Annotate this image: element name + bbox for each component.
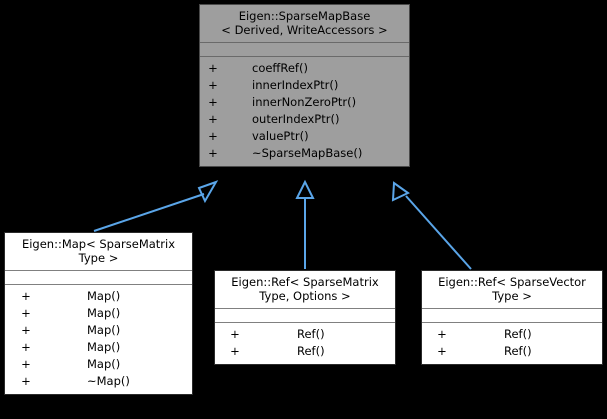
operation-row[interactable]: + coeffRef() xyxy=(200,60,409,77)
operation-label: innerIndexPtr() xyxy=(252,78,339,92)
operation-label: ~SparseMapBase() xyxy=(252,146,363,160)
visibility-marker: + xyxy=(208,146,218,160)
operation-label: Ref() xyxy=(297,344,325,358)
operation-row[interactable]: + Ref() xyxy=(215,343,395,360)
operation-label: outerIndexPtr() xyxy=(252,112,340,126)
operation-row[interactable]: + Map() xyxy=(5,356,192,373)
inheritance-edge-ref-vector-to-sparsemapbase xyxy=(391,181,472,270)
class-node-map-sparsematrix[interactable]: Eigen::Map< SparseMatrix Type > + Map() … xyxy=(4,232,193,395)
operation-row[interactable]: + Map() xyxy=(5,339,192,356)
class-title-ref-sparsematrix: Eigen::Ref< SparseMatrix Type, Options > xyxy=(231,275,379,303)
attributes-compartment-sparsemapbase xyxy=(200,43,409,56)
compartment-divider xyxy=(200,42,409,43)
visibility-marker: + xyxy=(230,327,240,341)
operation-label: Map() xyxy=(87,357,121,371)
operation-label: Map() xyxy=(87,289,121,303)
operation-label: Map() xyxy=(87,340,121,354)
compartment-divider xyxy=(215,308,395,309)
operation-row[interactable]: + valuePtr() xyxy=(200,128,409,145)
attributes-compartment-map-sparsematrix xyxy=(5,271,192,284)
operation-row[interactable]: + innerIndexPtr() xyxy=(200,77,409,94)
operation-row[interactable]: + Map() xyxy=(5,305,192,322)
operation-row[interactable]: + Ref() xyxy=(215,326,395,343)
class-title-sparsemapbase: Eigen::SparseMapBase < Derived, WriteAcc… xyxy=(221,9,388,37)
compartment-divider xyxy=(215,322,395,323)
class-node-ref-sparsematrix[interactable]: Eigen::Ref< SparseMatrix Type, Options >… xyxy=(214,270,396,365)
operation-label: coeffRef() xyxy=(252,61,308,75)
operation-row[interactable]: + ~SparseMapBase() xyxy=(200,145,409,162)
visibility-marker: + xyxy=(21,374,31,388)
visibility-marker: + xyxy=(21,357,31,371)
visibility-marker: + xyxy=(208,95,218,109)
visibility-marker: + xyxy=(208,112,218,126)
operation-label: innerNonZeroPtr() xyxy=(252,95,357,109)
operation-label: Ref() xyxy=(504,327,532,341)
compartment-divider xyxy=(5,284,192,285)
visibility-marker: + xyxy=(21,323,31,337)
operation-label: Ref() xyxy=(504,344,532,358)
compartment-divider xyxy=(422,308,602,309)
visibility-marker: + xyxy=(21,306,31,320)
operation-label: Map() xyxy=(87,323,121,337)
operation-label: ~Map() xyxy=(87,374,130,388)
compartment-divider xyxy=(5,270,192,271)
operation-row[interactable]: + Map() xyxy=(5,288,192,305)
operations-compartment-ref-sparsevector: + Ref() + Ref() xyxy=(422,323,602,364)
visibility-marker: + xyxy=(21,289,31,303)
visibility-marker: + xyxy=(208,78,218,92)
operation-row[interactable]: + outerIndexPtr() xyxy=(200,111,409,128)
operations-compartment-sparsemapbase: + coeffRef() + innerIndexPtr() + innerNo… xyxy=(200,57,409,166)
visibility-marker: + xyxy=(437,344,447,358)
class-node-sparsemapbase[interactable]: Eigen::SparseMapBase < Derived, WriteAcc… xyxy=(199,4,410,167)
visibility-marker: + xyxy=(230,344,240,358)
operation-label: Ref() xyxy=(297,327,325,341)
visibility-marker: + xyxy=(21,340,31,354)
operation-row[interactable]: + Ref() xyxy=(422,326,602,343)
compartment-divider xyxy=(200,56,409,57)
operation-row[interactable]: + innerNonZeroPtr() xyxy=(200,94,409,111)
class-title-ref-sparsevector: Eigen::Ref< SparseVector Type > xyxy=(438,275,586,303)
class-node-ref-sparsevector[interactable]: Eigen::Ref< SparseVector Type > + Ref() … xyxy=(421,270,603,365)
visibility-marker: + xyxy=(208,129,218,143)
attributes-compartment-ref-sparsevector xyxy=(422,309,602,322)
class-title-map-sparsematrix: Eigen::Map< SparseMatrix Type > xyxy=(21,237,176,265)
visibility-marker: + xyxy=(208,61,218,75)
operation-label: Map() xyxy=(87,306,121,320)
compartment-divider xyxy=(422,322,602,323)
operations-compartment-map-sparsematrix: + Map() + Map() + Map() + Map() + Map() … xyxy=(5,285,192,394)
inheritance-edge-map-to-sparsemapbase xyxy=(93,180,219,232)
operation-row[interactable]: + Map() xyxy=(5,322,192,339)
operation-label: valuePtr() xyxy=(252,129,309,143)
operations-compartment-ref-sparsematrix: + Ref() + Ref() xyxy=(215,323,395,364)
visibility-marker: + xyxy=(437,327,447,341)
operation-row[interactable]: + ~Map() xyxy=(5,373,192,390)
inheritance-edge-ref-matrix-to-sparsemapbase xyxy=(295,179,315,269)
attributes-compartment-ref-sparsematrix xyxy=(215,309,395,322)
operation-row[interactable]: + Ref() xyxy=(422,343,602,360)
